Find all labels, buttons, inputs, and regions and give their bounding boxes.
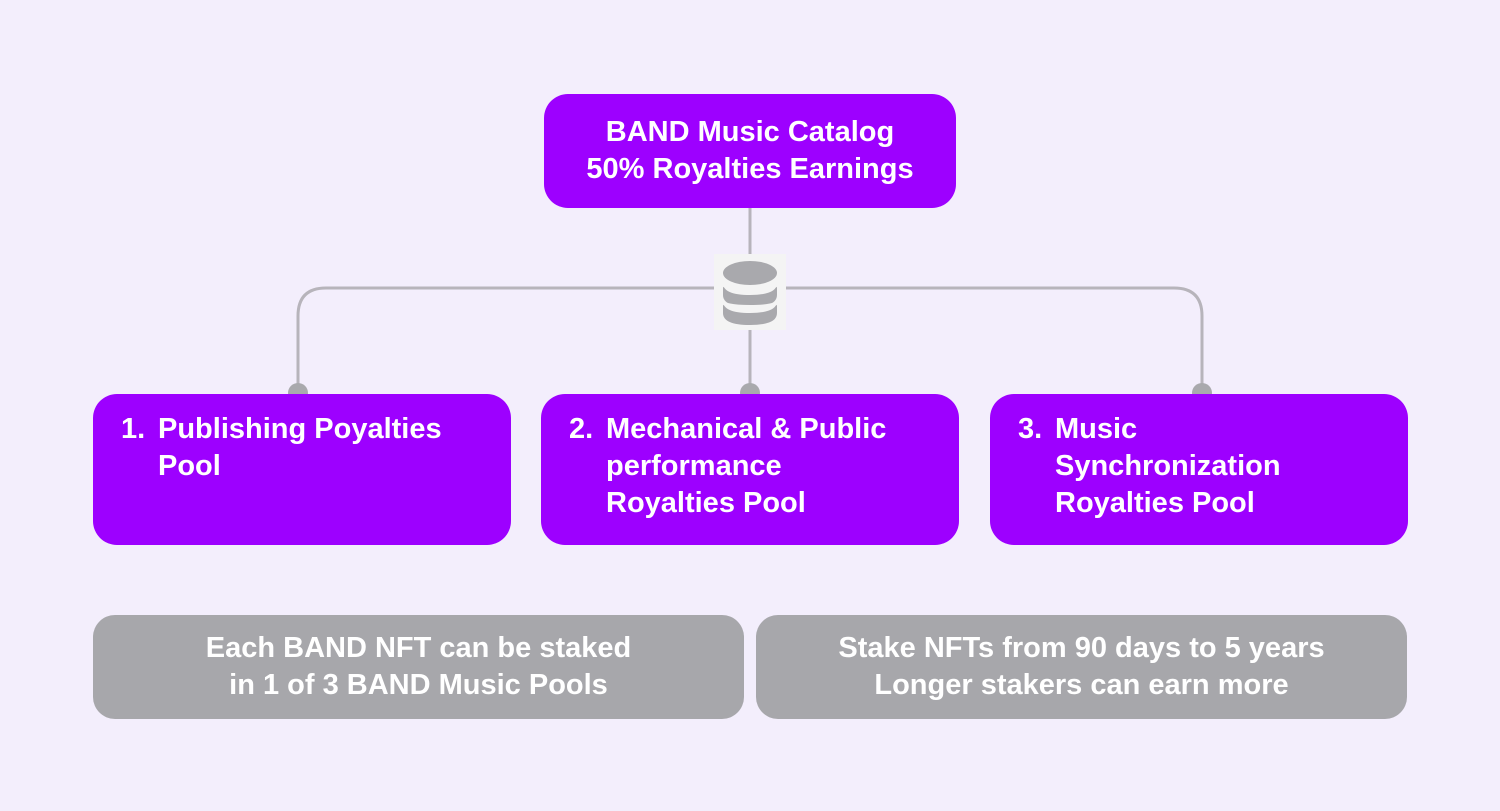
pool-number: 2. xyxy=(569,413,594,445)
pool-label-line: Royalties Pool xyxy=(1055,487,1255,519)
pool-number: 1. xyxy=(121,413,146,445)
staking-note-duration: Stake NFTs from 90 days to 5 years Longe… xyxy=(756,615,1407,719)
database-icon xyxy=(721,261,779,325)
connector-right xyxy=(786,286,1204,393)
hub-node xyxy=(714,254,786,330)
note-line: in 1 of 3 BAND Music Pools xyxy=(229,669,608,701)
pool-label-line: Publishing Poyalties xyxy=(158,413,442,445)
pool-label: Music Synchronization Royalties Pool xyxy=(1055,411,1388,545)
note-line: Longer stakers can earn more xyxy=(874,669,1289,701)
pool-box-synchronization: 3. Music Synchronization Royalties Pool xyxy=(990,394,1408,545)
note-line: Each BAND NFT can be staked xyxy=(205,632,632,664)
pool-label: Publishing Poyalties Pool xyxy=(158,411,491,545)
connector-left xyxy=(296,286,714,393)
pool-label-line: Pool xyxy=(158,450,221,482)
pool-label-line: Music xyxy=(1055,413,1138,445)
pool-label-line: performance xyxy=(606,450,782,482)
pool-label-line: Synchronization xyxy=(1055,450,1281,482)
catalog-title: BAND Music Catalog xyxy=(605,116,895,148)
pool-label: Mechanical & Public performance Royaltie… xyxy=(606,411,939,545)
catalog-box: BAND Music Catalog 50% Royalties Earning… xyxy=(544,94,956,208)
pool-box-mechanical: 2. Mechanical & Public performance Royal… xyxy=(541,394,959,545)
note-line: Stake NFTs from 90 days to 5 years xyxy=(838,632,1325,664)
pool-label-line: Royalties Pool xyxy=(606,487,806,519)
catalog-subtitle: 50% Royalties Earnings xyxy=(586,153,914,185)
pool-label-line: Mechanical & Public xyxy=(606,413,887,445)
pool-box-publishing: 1. Publishing Poyalties Pool xyxy=(93,394,511,545)
staking-note-pools: Each BAND NFT can be staked in 1 of 3 BA… xyxy=(93,615,744,719)
pool-number: 3. xyxy=(1018,413,1043,445)
